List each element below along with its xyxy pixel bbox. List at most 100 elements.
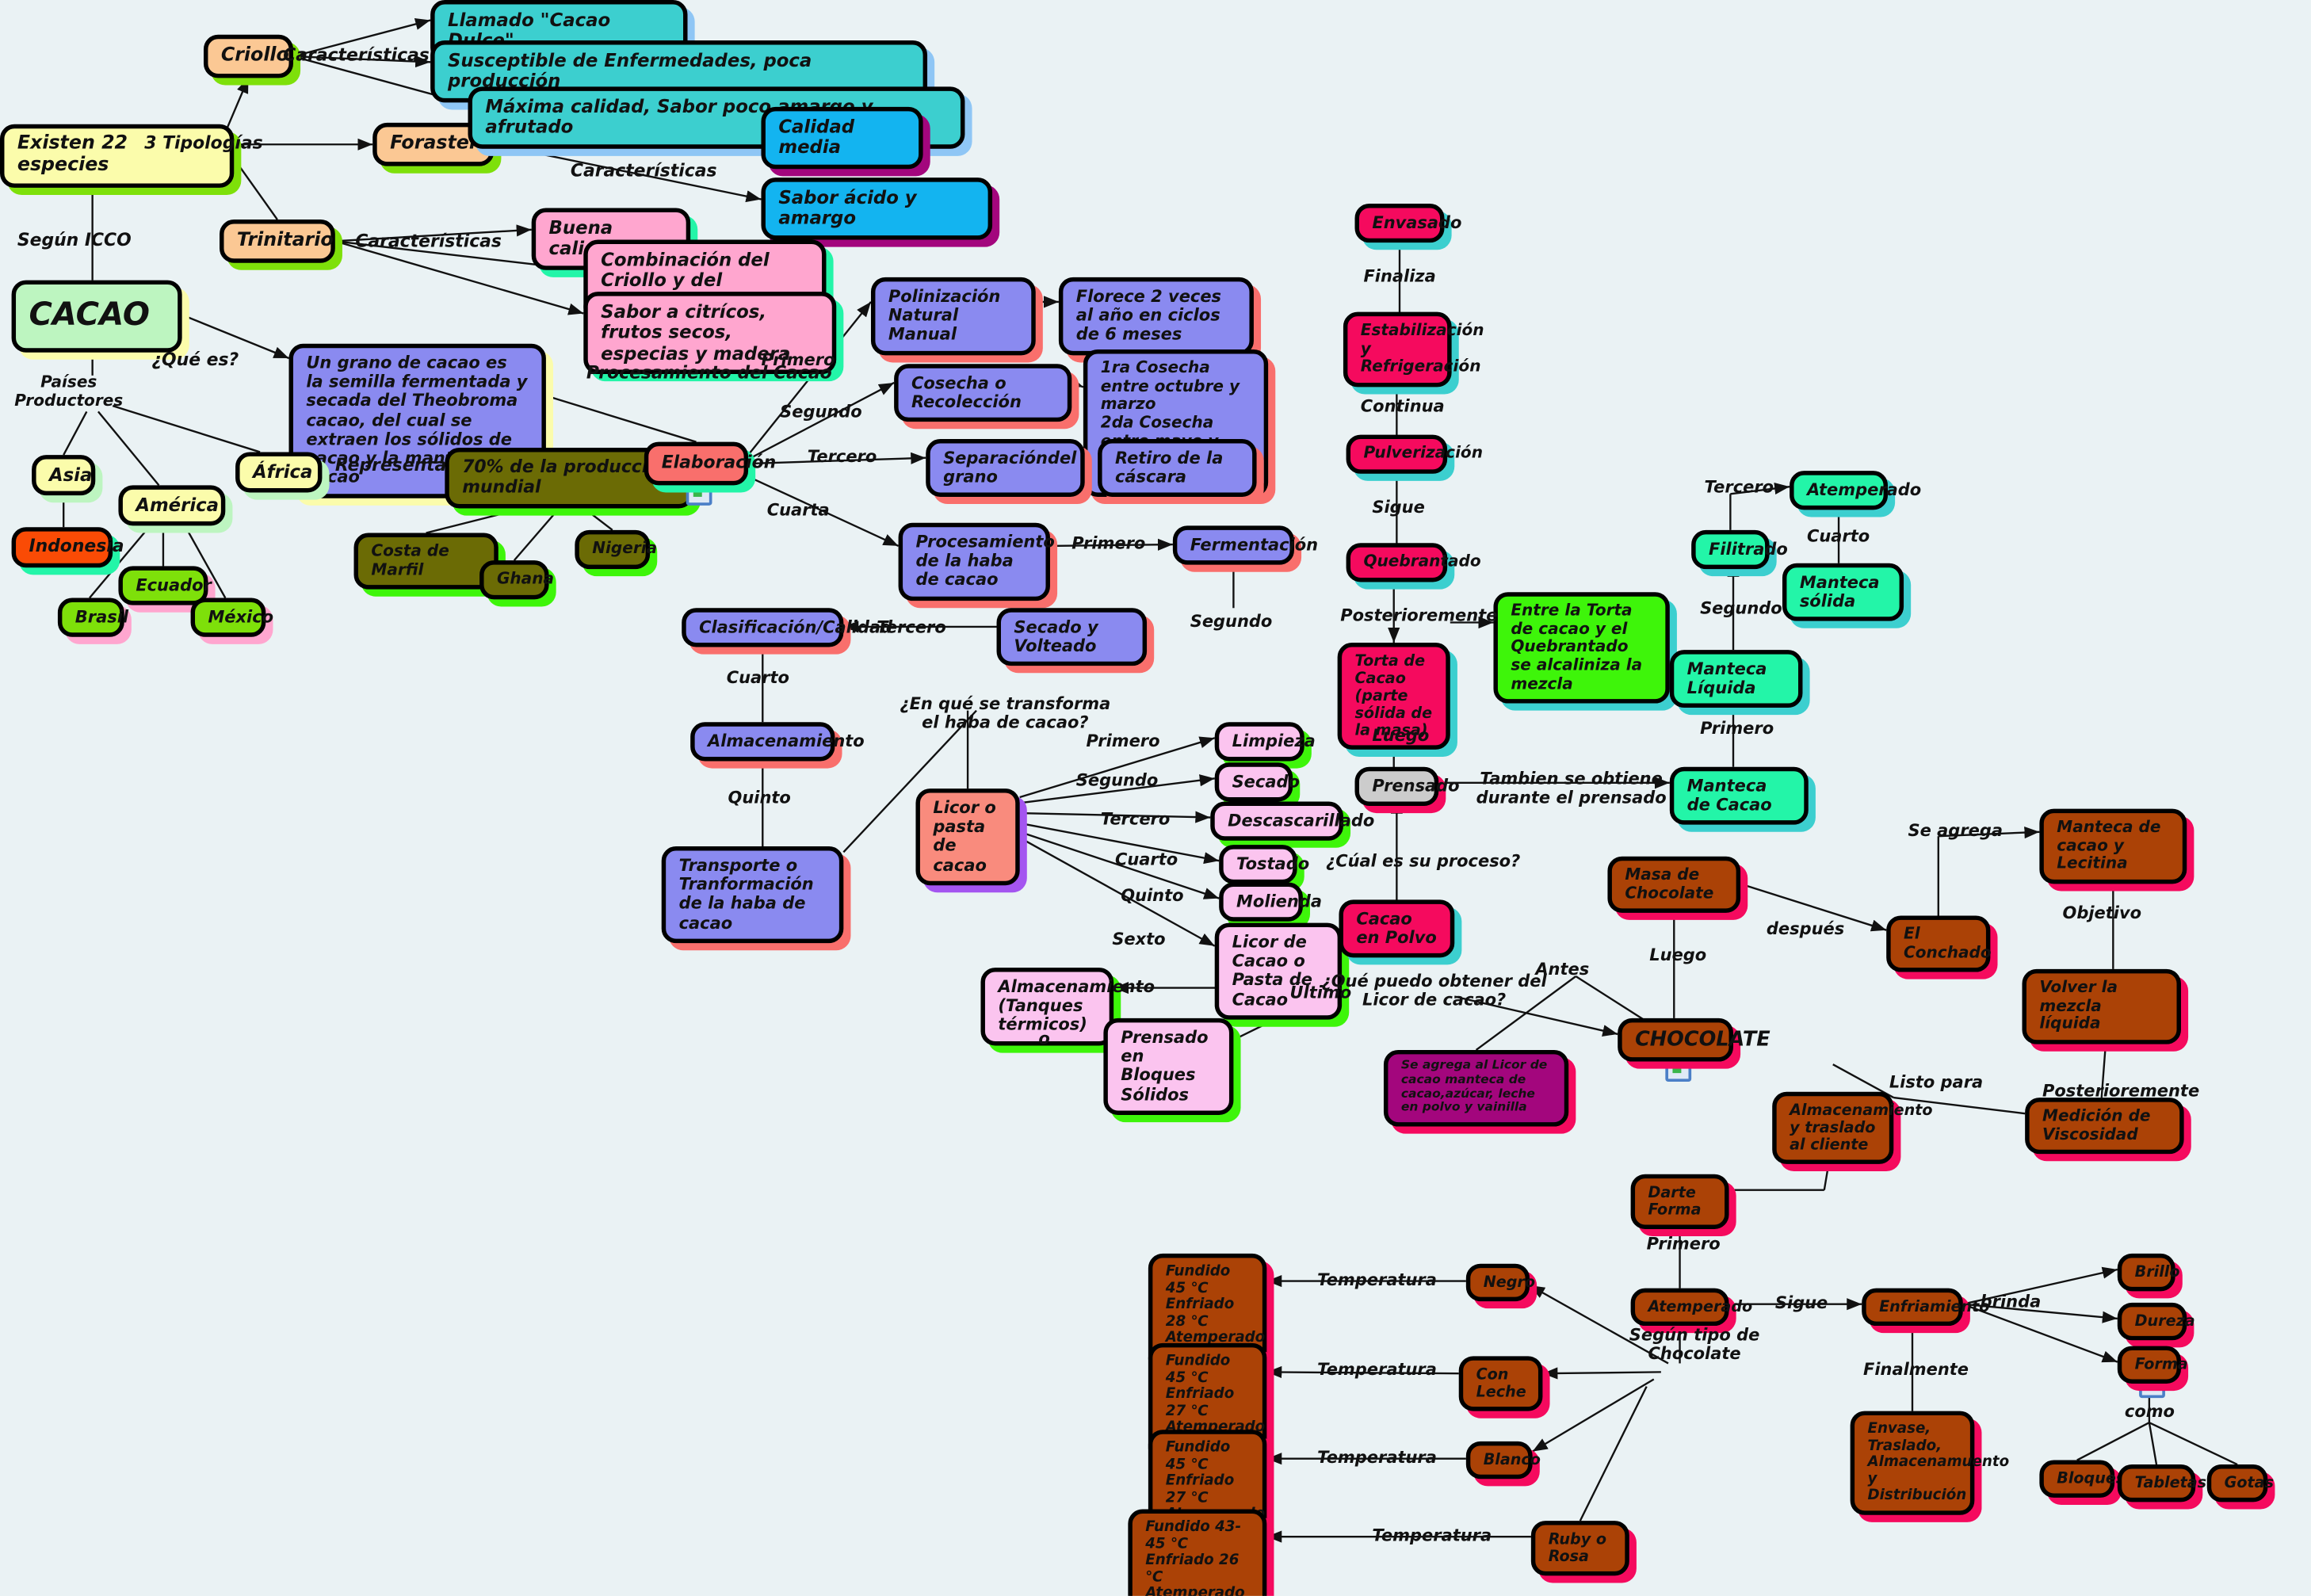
node-licor_cacao[interactable]: Licor de Cacao o Pasta de Cacao xyxy=(1214,922,1343,1020)
node-prensado[interactable]: Prensado xyxy=(1354,766,1460,807)
node-brasil[interactable]: Brasil xyxy=(57,598,128,638)
edge-39 xyxy=(842,709,977,853)
node-chocolate[interactable]: CHOCOLATE xyxy=(1618,1018,1770,1062)
edge-71 xyxy=(1938,826,2040,839)
node-estabilizacion[interactable]: Estabilización y Refrigeración xyxy=(1343,311,1484,388)
edge-69 xyxy=(1740,883,1887,932)
node-molienda[interactable]: Molienda xyxy=(1219,882,1322,922)
node-label: Procesamiento de la haba de cacao xyxy=(915,531,1055,590)
node-alm_tanques[interactable]: Almacenamiento (Tanques térmicos) xyxy=(980,968,1155,1045)
node-separacion[interactable]: Separacióndel grano xyxy=(926,439,1085,498)
node-manteca_cacao[interactable]: Manteca de Cacao xyxy=(1669,766,1809,826)
node-tostado[interactable]: Tostado xyxy=(1219,845,1310,884)
node-mexico[interactable]: México xyxy=(190,598,273,638)
node-especies[interactable]: Existen 22 especies xyxy=(0,124,235,188)
node-se_agrega_licor[interactable]: Se agrega al Licor de cacao manteca de c… xyxy=(1383,1049,1569,1127)
node-secado_volteado[interactable]: Secado y Volteado xyxy=(996,608,1148,666)
node-label: Sabor a citrícos, frutos secos, especias… xyxy=(601,300,791,364)
node-label: Blanco xyxy=(1483,1451,1541,1469)
node-manteca_liquida[interactable]: Manteca Líquida xyxy=(1669,650,1803,708)
node-asia[interactable]: Asia xyxy=(32,455,96,496)
node-marfil[interactable]: Costa de Marfil xyxy=(353,533,498,590)
edge-17 xyxy=(292,18,431,58)
node-clasificacion[interactable]: Clasificación/Calidad xyxy=(682,608,893,647)
node-forma[interactable]: Forma xyxy=(2117,1346,2188,1384)
node-label: Gotas xyxy=(2224,1474,2274,1492)
node-sabor_citricos[interactable]: Sabor a citrícos, frutos secos, especias… xyxy=(583,292,837,375)
node-brillo[interactable]: Brillo xyxy=(2117,1253,2180,1292)
node-medicion_visc[interactable]: Medición de Viscosidad xyxy=(2025,1098,2184,1155)
node-fermentacion[interactable]: Fermentación xyxy=(1172,525,1318,565)
node-filitrado[interactable]: Filitrado xyxy=(1691,529,1788,570)
node-florece[interactable]: Florece 2 veces al año en ciclos de 6 me… xyxy=(1058,277,1254,355)
edge-9 xyxy=(184,525,227,599)
node-licor_pasta[interactable]: Licor o pasta de cacao xyxy=(915,788,1020,885)
node-torta[interactable]: Torta de Cacao (parte sólida de la masa) xyxy=(1337,643,1450,750)
node-calidad_media[interactable]: Calidad media xyxy=(761,106,923,169)
node-temp_ruby[interactable]: Fundido 43-45 ℃ Enfriado 26 ℃ Atemperado… xyxy=(1128,1509,1267,1596)
node-transporte[interactable]: Transporte o Tranformación de la haba de… xyxy=(661,846,844,943)
node-volver_liquida[interactable]: Volver la mezcla líquida xyxy=(2022,968,2181,1044)
node-negro[interactable]: Negro xyxy=(1465,1263,1535,1302)
node-atemperado_top[interactable]: Atemperado xyxy=(1790,471,1921,510)
node-cacao_polvo[interactable]: Cacao en Polvo xyxy=(1339,899,1455,959)
node-gotas[interactable]: Gotas xyxy=(2206,1464,2274,1502)
node-label: Transporte o Tranformación de la haba de… xyxy=(678,854,814,933)
node-dureza[interactable]: Dureza xyxy=(2117,1302,2195,1341)
node-america[interactable]: América xyxy=(118,485,226,527)
node-atemperado_bot[interactable]: Atemperado xyxy=(1630,1288,1752,1327)
node-trinitario[interactable]: Trinitario xyxy=(220,220,335,263)
node-africa[interactable]: África xyxy=(235,452,323,494)
node-descascarillado[interactable]: Descascarillado xyxy=(1210,801,1374,842)
node-sabor_acido[interactable]: Sabor ácido y amargo xyxy=(761,178,993,240)
node-elaboracion[interactable]: Elaboración xyxy=(644,441,776,486)
edge-21 xyxy=(494,143,762,203)
node-label: Manteca sólida xyxy=(1799,571,1880,612)
edge-16 xyxy=(230,154,278,220)
edge-5 xyxy=(181,314,289,360)
node-criollo[interactable]: Criollo xyxy=(203,34,293,78)
node-ghana[interactable]: Ghana xyxy=(479,560,554,599)
node-conchado[interactable]: El Conchado xyxy=(1886,915,1992,973)
node-label: Se agrega al Licor de cacao manteca de c… xyxy=(1400,1058,1548,1116)
node-pulverizacion[interactable]: Pulverización xyxy=(1346,434,1483,474)
node-proc_haba[interactable]: Procesamiento de la haba de cacao xyxy=(898,522,1055,601)
node-darte_forma[interactable]: Darte Forma xyxy=(1630,1174,1729,1230)
node-polinizacion[interactable]: Polinización Natural Manual xyxy=(870,277,1036,355)
node-cacao[interactable]: CACAO xyxy=(11,280,182,353)
node-label: Clasificación/Calidad xyxy=(699,617,893,637)
node-nigeria[interactable]: Nigeria xyxy=(575,529,657,569)
edge-18 xyxy=(292,55,431,68)
node-limpieza[interactable]: Limpieza xyxy=(1214,722,1316,762)
node-label: Tabletas xyxy=(2134,1474,2207,1492)
node-manteca_solida[interactable]: Manteca sólida xyxy=(1782,563,1904,622)
node-label: Polinización Natural Manual xyxy=(888,285,1001,345)
node-secado[interactable]: Secado xyxy=(1214,762,1300,802)
node-manteca_lecitina[interactable]: Manteca de cacao y Lecitina xyxy=(2039,808,2187,884)
node-label: Tostado xyxy=(1236,853,1310,874)
node-retiro[interactable]: Retiro de la cáscara xyxy=(1098,439,1257,498)
node-label: Volver la mezcla líquida xyxy=(2039,977,2118,1033)
node-cosecha[interactable]: Cosecha o Recolección xyxy=(894,364,1072,422)
node-masa_chocolate[interactable]: Masa de Chocolate xyxy=(1607,856,1741,914)
node-enfriamiento[interactable]: Enfriamiento xyxy=(1862,1288,1989,1327)
node-alm_traslado[interactable]: Almacenamiento y traslado al cliente xyxy=(1772,1091,1933,1165)
node-prensado_bloques[interactable]: Prensado en Bloques Sólidos xyxy=(1103,1018,1234,1115)
node-bloques[interactable]: Bloques xyxy=(2039,1460,2125,1499)
node-label: Quebrantado xyxy=(1363,552,1481,571)
edge-43 xyxy=(1019,811,1211,823)
edge-22 xyxy=(334,224,532,242)
node-ecuador[interactable]: Ecuador xyxy=(118,566,212,606)
node-blanco[interactable]: Blanco xyxy=(1465,1441,1541,1480)
node-envasado[interactable]: Envasado xyxy=(1354,203,1461,243)
node-alcaliniza[interactable]: Entre la Torta de cacao y el Quebrantado… xyxy=(1493,592,1670,704)
node-label: Sabor ácido y amargo xyxy=(778,186,917,229)
node-envase_traslado[interactable]: Envase, Traslado, Almacenamuento y Distr… xyxy=(1850,1411,2009,1514)
node-ruby[interactable]: Ruby o Rosa xyxy=(1530,1521,1629,1576)
node-tabletas[interactable]: Tabletas xyxy=(2117,1464,2207,1502)
node-con_leche[interactable]: Con Leche xyxy=(1458,1356,1543,1411)
node-indonesia[interactable]: Indonesia xyxy=(11,527,124,567)
node-quebrantado[interactable]: Quebrantado xyxy=(1346,543,1481,582)
edge-81 xyxy=(1962,1303,2118,1323)
node-almacenamiento[interactable]: Almacenamiento xyxy=(690,722,865,762)
